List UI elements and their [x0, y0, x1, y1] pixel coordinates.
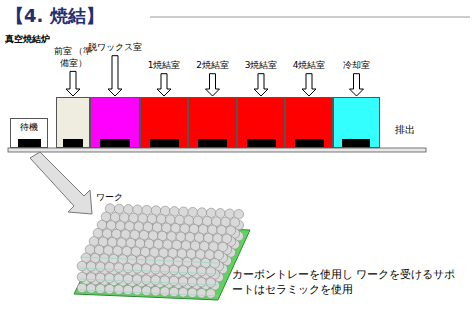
work-ball — [160, 287, 170, 297]
chamber-label: 前室 （準備室） — [53, 46, 93, 69]
work-ball — [151, 275, 161, 285]
chamber-label: 1焼結室 — [148, 60, 181, 72]
tray — [342, 139, 370, 147]
furnace-chamber: 3焼結室 — [237, 60, 285, 148]
furnace-chamber: 2焼結室 — [188, 60, 237, 148]
work-ball — [132, 286, 142, 296]
furnace-chamber: 1焼結室 — [140, 60, 188, 148]
chamber-label: 脱ワックス室 — [88, 42, 142, 54]
work-ball — [188, 277, 198, 287]
chamber-label: 2焼結室 — [196, 60, 229, 72]
work-ball — [142, 264, 152, 274]
work-ball — [105, 262, 115, 272]
work-ball — [178, 266, 188, 276]
work-ball — [197, 266, 207, 276]
chamber-label: 3焼結室 — [245, 60, 278, 72]
tray — [295, 139, 324, 147]
work-ball — [123, 263, 133, 273]
tray — [247, 139, 276, 147]
work-ball — [114, 285, 124, 295]
work-ball — [105, 284, 115, 294]
diagram-label: 真空焼結炉 — [5, 33, 50, 45]
tray — [198, 139, 227, 147]
work-ball — [188, 266, 198, 276]
tray — [150, 139, 179, 147]
work-ball — [206, 267, 216, 277]
furnace-chamber: 前室 （準備室） — [56, 46, 90, 148]
work-ball — [169, 287, 179, 297]
work-ball — [142, 286, 152, 296]
title-rule — [150, 17, 470, 18]
ceramic-support — [80, 268, 218, 274]
work-ball — [178, 277, 188, 287]
work-ball — [188, 288, 198, 298]
waiting-box: 待機 — [10, 118, 48, 148]
ceramic-support — [80, 257, 218, 263]
work-ball — [77, 272, 87, 282]
work-ball — [77, 261, 87, 271]
work-ball — [96, 284, 106, 294]
work-stack — [74, 204, 250, 300]
ceramic-support — [80, 279, 218, 285]
work-ball — [77, 283, 87, 293]
work-ball — [169, 276, 179, 286]
feed-arrow — [157, 74, 171, 96]
feed-arrow — [350, 74, 364, 96]
work-ball — [206, 289, 216, 299]
work-ball — [206, 278, 216, 288]
feed-arrow — [66, 71, 80, 96]
work-ball — [132, 275, 142, 285]
work-ball — [123, 274, 133, 284]
work-ball — [86, 262, 96, 272]
work-ball — [86, 284, 96, 294]
work-ball — [197, 288, 207, 298]
work-ball — [96, 262, 106, 272]
pointer-arrow — [30, 152, 92, 214]
work-ball — [86, 273, 96, 283]
feed-arrow — [206, 74, 220, 96]
ceramic-support — [80, 290, 218, 296]
furnace-chamber: 冷却室 — [333, 60, 380, 148]
title: 【4. 焼結】 — [6, 4, 104, 28]
work-ball — [160, 276, 170, 286]
work-ball — [197, 277, 207, 287]
work-ball — [132, 264, 142, 274]
work-ball — [151, 264, 161, 274]
tray — [18, 139, 41, 147]
work-ball — [114, 274, 124, 284]
work-ball — [169, 265, 179, 275]
work-ball — [96, 273, 106, 283]
furnace-chamber: 脱ワックス室 — [90, 42, 140, 148]
chamber-label: 冷却室 — [343, 60, 370, 72]
box-label: 待機 — [20, 122, 38, 134]
note: カーボントレーを使用し ワークを受けるサポートはセラミックを使用 — [232, 268, 464, 298]
carbon-tray — [74, 224, 250, 300]
work-ball — [142, 275, 152, 285]
work-ball — [105, 273, 115, 283]
conveyor-rail — [8, 148, 426, 152]
feed-arrow — [254, 74, 268, 96]
work-ball — [160, 265, 170, 275]
feed-arrow — [302, 74, 316, 96]
work-ball — [114, 263, 124, 273]
tray — [100, 139, 130, 147]
exit-label: 排出 — [395, 123, 415, 137]
work-ball — [123, 285, 133, 295]
furnace-chamber: 4焼結室 — [285, 60, 333, 148]
tray — [63, 139, 83, 147]
work-ball — [151, 286, 161, 296]
feed-arrow — [108, 56, 122, 96]
work-ball — [178, 288, 188, 298]
chamber-label: 4焼結室 — [293, 60, 326, 72]
work-label: ワーク — [96, 191, 123, 203]
